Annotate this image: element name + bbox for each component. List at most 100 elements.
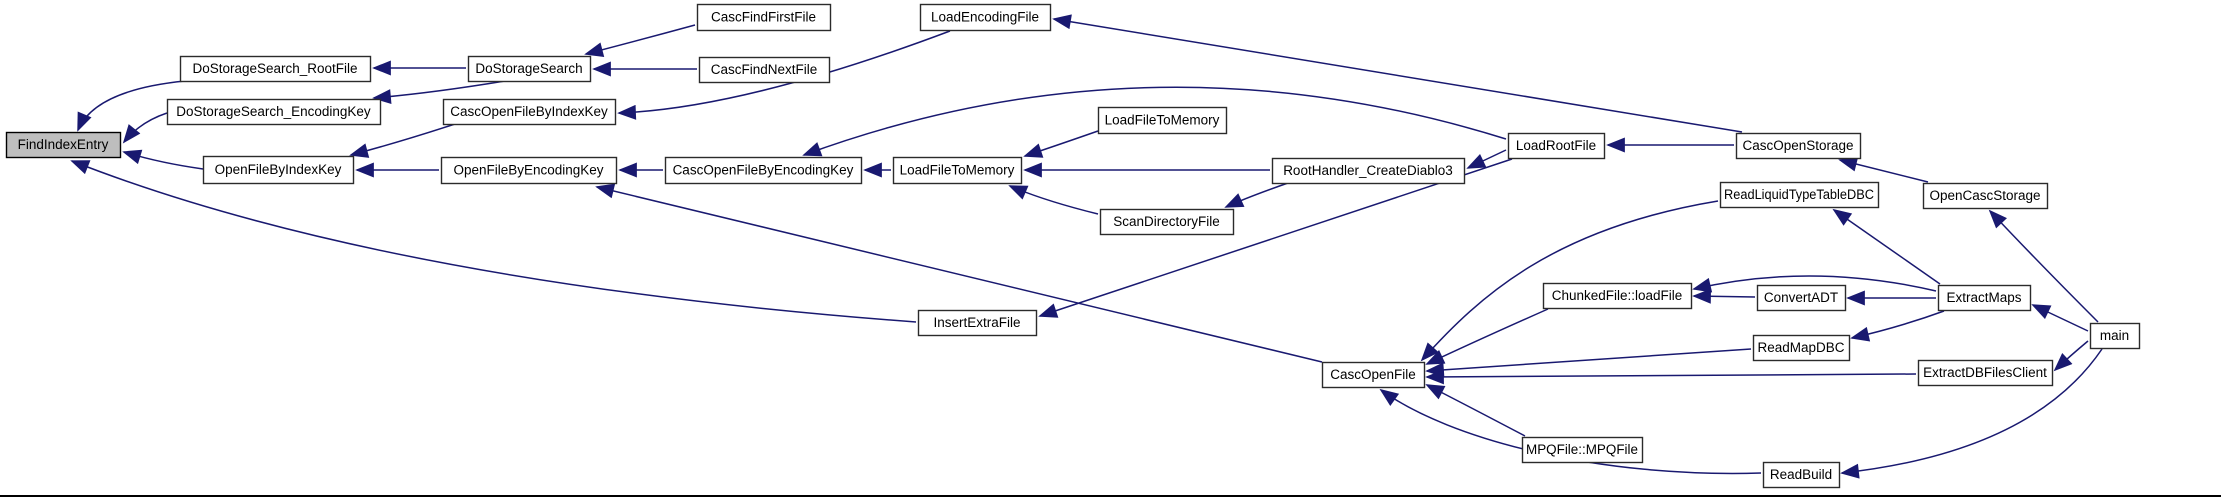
node-load-encoding-file[interactable]: LoadEncodingFile [919,3,1052,32]
node-convert-adt[interactable]: ConvertADT [1756,284,1847,312]
node-label: DoStorageSearch [475,61,582,76]
edge-open_file_by_index_key-calls-find_index_entry [122,149,204,170]
edge-extract_maps-calls-read_map_dbc [1850,310,1945,342]
edge-main-calls-extract_maps [2031,304,2089,332]
node-label: InsertExtraFile [933,315,1020,330]
node-insert-extra-file[interactable]: InsertExtraFile [917,309,1038,337]
edge-load_root_file-calls-casc_open_file_by_encoding_key [802,86,1507,157]
node-box [696,3,832,32]
node-casc-open-file-by-index-key[interactable]: CascOpenFileByIndexKey [442,98,617,126]
node-label: CascOpenFile [1330,367,1416,382]
node-box [1735,132,1862,160]
node-box [892,156,1023,185]
node-casc-open-file[interactable]: CascOpenFile [1321,361,1426,389]
node-extract-db-files-client[interactable]: ExtractDBFilesClient [1917,359,2054,387]
node-box [467,55,592,83]
node-label: CascFindNextFile [711,62,818,77]
node-box [1922,182,2049,210]
node-box [919,3,1052,32]
node-label: CascOpenStorage [1742,138,1853,153]
node-label: LoadFileToMemory [1105,113,1220,128]
edge-extract_db_files_client-calls-casc_open_file [1425,369,1917,385]
node-box [1756,284,1847,312]
node-scan-directory-file[interactable]: ScanDirectoryFile [1099,208,1235,236]
node-box [664,156,863,185]
edge-read_map_dbc-calls-casc_open_file [1425,348,1752,378]
node-open-file-by-encoding-key[interactable]: OpenFileByEncodingKey [440,156,618,185]
edge-load_root_file-calls-insert_extra_file [1038,158,1513,318]
edge-extract_maps-calls-read_liquid_type_table_dbc [1832,208,1941,285]
node-box [1521,436,1644,464]
node-open-file-by-index-key[interactable]: OpenFileByIndexKey [202,155,355,185]
node-casc-open-file-by-encoding-key[interactable]: CascOpenFileByEncodingKey [664,156,863,185]
node-mpq-file-ctor[interactable]: MPQFile::MPQFile [1521,436,1644,464]
node-label: ReadBuild [1770,467,1832,482]
edge-main-calls-extract_db_files_client [2053,340,2089,372]
edge-casc_open_file_by_index_key-calls-open_file_by_index_key [349,123,456,158]
node-label: LoadRootFile [1516,138,1596,153]
node-box [1937,284,2032,312]
node-load-root-file[interactable]: LoadRootFile [1507,132,1606,160]
edge-main-calls-open_casc_storage [1988,209,2099,323]
edge-casc_open_storage-calls-load_encoding_file [1052,14,1743,133]
edge-insert_extra_file-calls-find_index_entry [70,160,917,323]
node-casc-find-first-file[interactable]: CascFindFirstFile [696,3,832,32]
edge-do_storage_search-calls-do_storage_search_encodingkey [372,80,506,105]
node-root-handler-create-diablo3[interactable]: RootHandler_CreateDiablo3 [1271,157,1466,185]
node-box [166,98,382,126]
node-box [1099,208,1235,236]
edge-extract_maps-calls-chunked_file_load_file [1692,275,1937,293]
node-box [1271,157,1466,185]
node-label: OpenCascStorage [1929,188,2040,203]
edge-root_handler_create_diablo3-calls-scan_directory_file [1224,182,1289,208]
node-label: main [2100,328,2129,343]
edge-open_casc_storage-calls-casc_open_storage [1838,156,1929,183]
node-box [1321,361,1426,389]
node-label: DoStorageSearch_EncodingKey [176,104,371,119]
node-box [440,156,618,185]
node-read-map-dbc[interactable]: ReadMapDBC [1752,334,1851,362]
edge-read_liquid_type_table_dbc-calls-casc_open_file [1420,200,1719,362]
node-casc-find-next-file[interactable]: CascFindNextFile [698,56,831,84]
edge-mpq_file_ctor-calls-casc_open_file [1425,384,1526,437]
node-label: OpenFileByEncodingKey [453,163,603,178]
edge-load_encoding_file-calls-casc_open_file_by_index_key [617,30,951,120]
node-label: CascOpenFileByEncodingKey [673,163,854,178]
node-label: LoadEncodingFile [931,10,1039,25]
node-find-index-entry[interactable]: FindIndexEntry [5,131,122,159]
node-do-storage-search-rootfile[interactable]: DoStorageSearch_RootFile [179,55,372,83]
node-load-file-to-memory-upper[interactable]: LoadFileToMemory [1097,106,1228,135]
node-chunked-file-load-file[interactable]: ChunkedFile::loadFile [1542,282,1693,310]
node-box [1719,181,1880,209]
node-box [1542,282,1693,310]
node-read-liquid-type-table-dbc[interactable]: ReadLiquidTypeTableDBC [1719,181,1880,209]
node-box [1507,132,1606,160]
node-box [442,98,617,126]
node-box [5,131,122,159]
edges-layer [70,14,2103,479]
node-label: RootHandler_CreateDiablo3 [1283,163,1453,178]
node-box [917,309,1038,337]
edge-scan_directory_file-calls-load_file_to_memory_lower [1008,185,1099,215]
node-main[interactable]: main [2089,322,2141,350]
node-label: MPQFile::MPQFile [1526,442,1638,457]
node-label: CascFindFirstFile [711,10,816,25]
node-label: CascOpenFileByIndexKey [450,104,608,119]
edge-casc_open_file-calls-open_file_by_encoding_key [595,183,1323,363]
node-label: ConvertADT [1764,290,1838,305]
node-extract-maps[interactable]: ExtractMaps [1937,284,2032,312]
edge-casc_find_first_file-calls-do_storage_search [584,24,696,58]
node-open-casc-storage[interactable]: OpenCascStorage [1922,182,2049,210]
node-do-storage-search[interactable]: DoStorageSearch [467,55,592,83]
node-label: OpenFileByIndexKey [215,162,342,177]
node-label: LoadFileToMemory [900,163,1015,178]
node-label: FindIndexEntry [18,137,109,152]
node-read-build[interactable]: ReadBuild [1762,461,1841,489]
node-do-storage-search-encodingkey[interactable]: DoStorageSearch_EncodingKey [166,98,382,126]
node-box [698,56,831,84]
node-load-file-to-memory-lower[interactable]: LoadFileToMemory [892,156,1023,185]
bottom-window-border [0,495,2221,497]
node-casc-open-storage[interactable]: CascOpenStorage [1735,132,1862,160]
edge-do_storage_search_encodingkey-calls-find_index_entry [122,112,168,144]
